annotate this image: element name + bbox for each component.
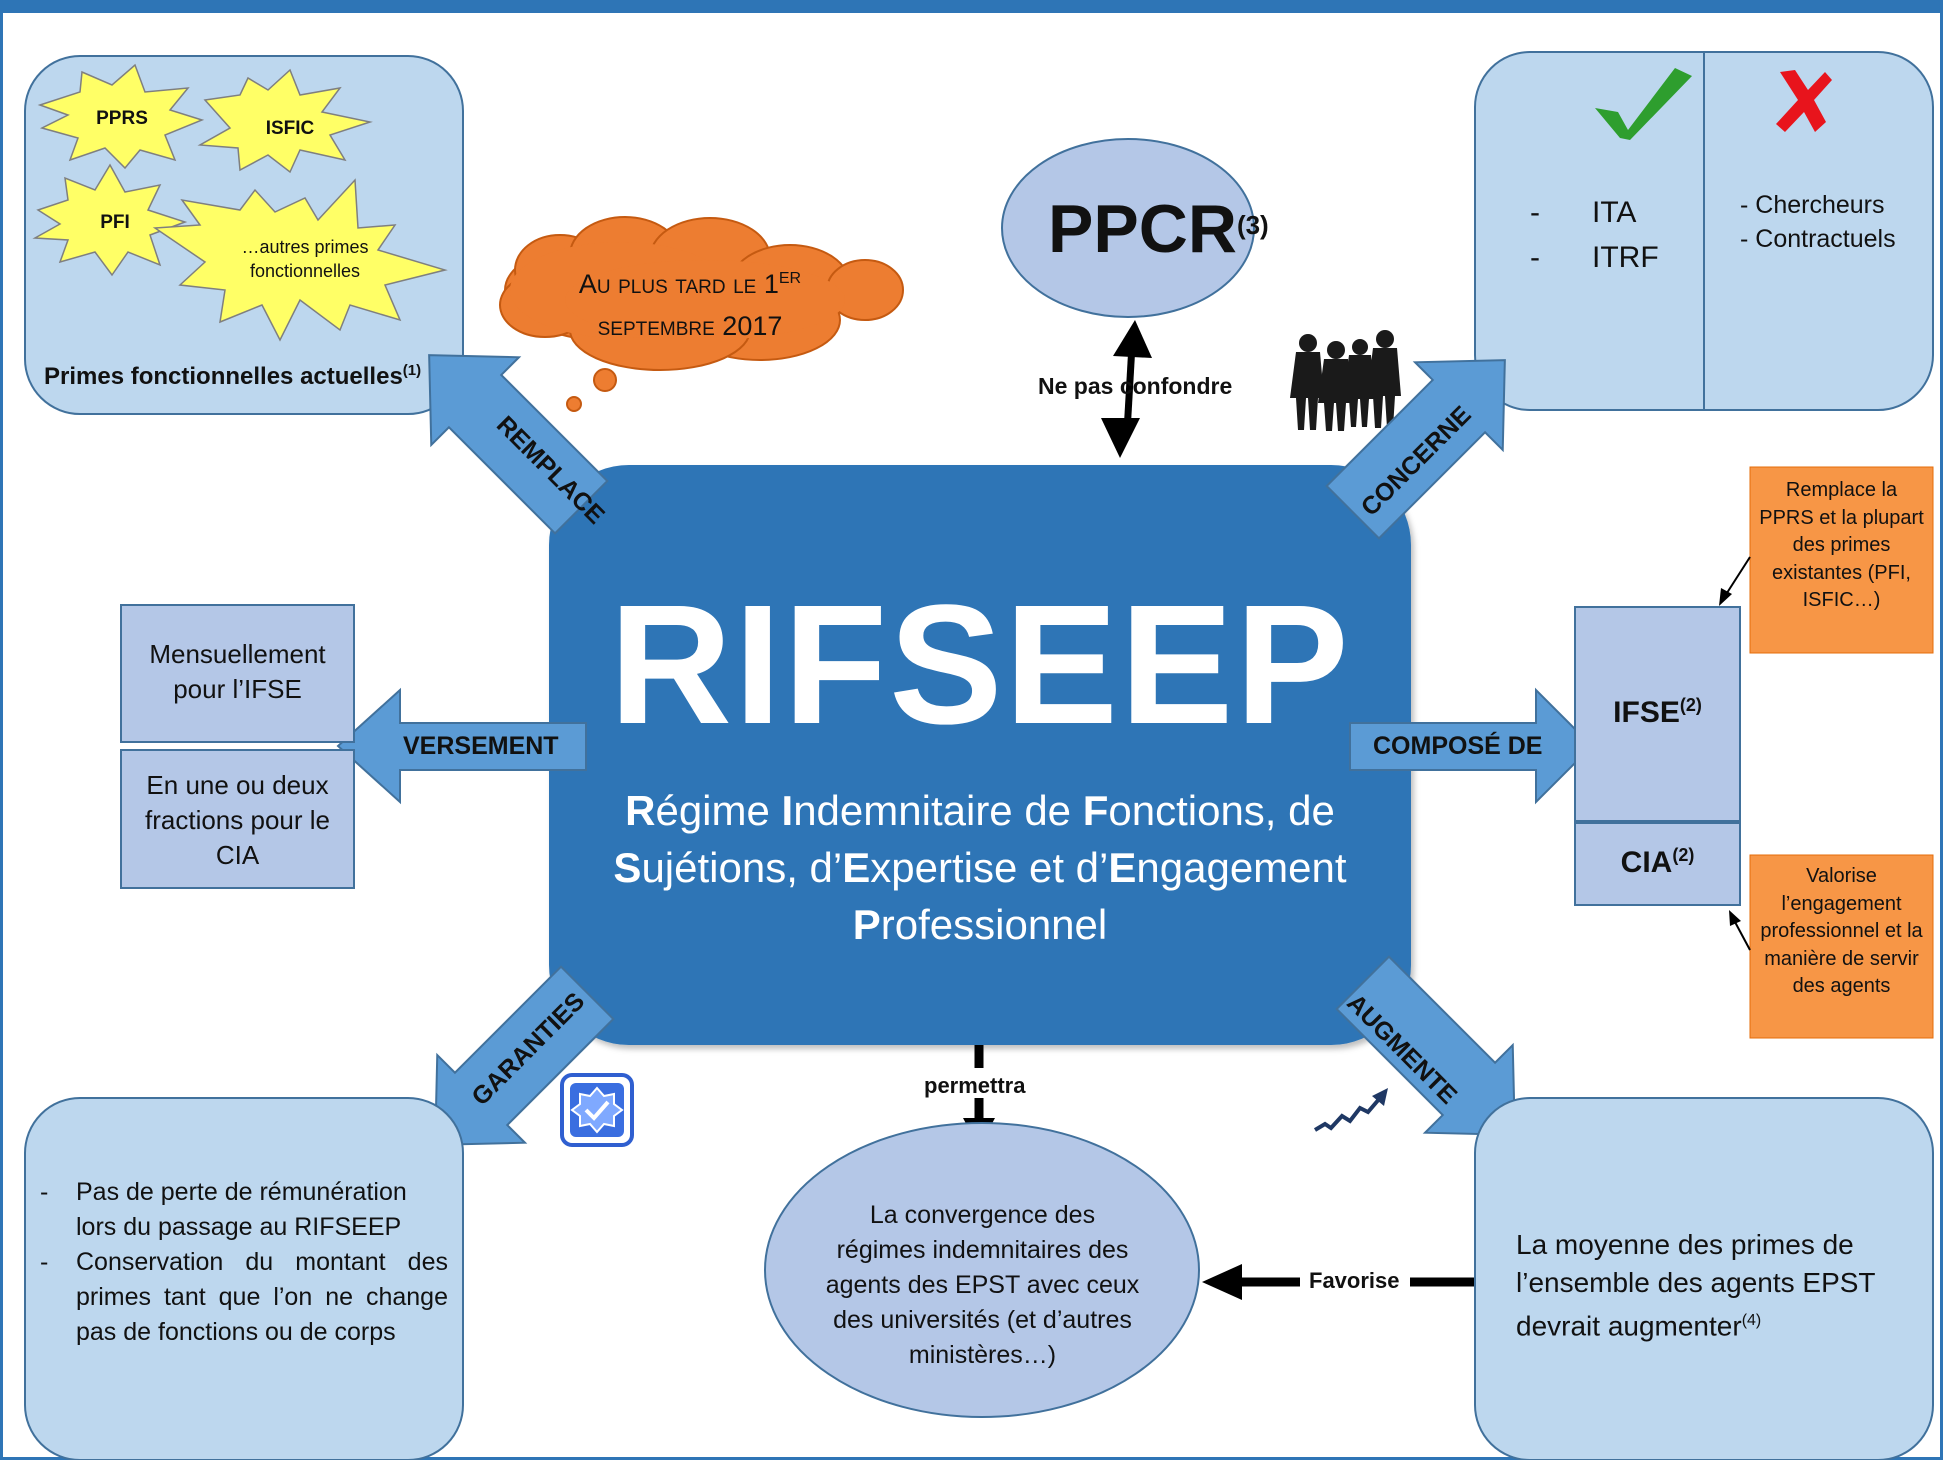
convergence-text: La convergence des régimes indemnitaires… — [825, 1201, 1140, 1369]
concerne-yes-list: ITA ITRF — [1530, 190, 1659, 280]
ppcr-label: PPCR(3) — [1048, 191, 1269, 267]
burst-label-autres: …autres primes fonctionnelles — [241, 237, 369, 281]
note-ifse-pointer — [1719, 556, 1751, 606]
garanties-arrow — [434, 965, 615, 1146]
note-cia-pointer — [1729, 910, 1751, 951]
moyenne-box — [1474, 1097, 1934, 1460]
burst-isfic — [197, 68, 373, 174]
versement-ifse-text: Mensuellement pour l’IFSE — [149, 639, 326, 704]
concerne-no-item: - Contractuels — [1740, 225, 1896, 253]
ifse-label: IFSE(2) — [1613, 695, 1702, 729]
concerne-no-item: - Chercheurs — [1740, 191, 1885, 219]
versement-box-cia — [120, 749, 355, 889]
note-cia-text: Valorise l’engagement professionnel et l… — [1760, 865, 1923, 997]
burst-pprs — [37, 63, 205, 170]
versement-box-ifse — [120, 604, 355, 743]
note-ifse-box — [1749, 466, 1934, 654]
ne-pas-confondre-double-arrow — [1101, 320, 1152, 458]
garanties-item: Conservation du montant des primes tant … — [40, 1245, 448, 1350]
remplace-arrow — [428, 354, 609, 535]
cloud-bubble-2 — [566, 396, 582, 412]
burst-label-pfi: PFI — [100, 212, 130, 233]
permettra-label: permettra — [924, 1073, 1026, 1098]
burst-autres — [152, 178, 448, 342]
top-border — [3, 3, 1943, 13]
augmente-arrow — [1335, 955, 1516, 1136]
trending-up-icon — [1313, 1088, 1388, 1132]
versement-arrow — [336, 687, 587, 805]
concerne-yes-item: ITRF — [1530, 235, 1659, 280]
burst-label-isfic: ISFIC — [265, 118, 315, 139]
cloud-bubble-1 — [593, 368, 617, 392]
check-icon — [1595, 68, 1692, 140]
favorise-arrow — [1202, 1264, 1475, 1300]
cross-icon — [1776, 70, 1832, 132]
rifseep-center-box — [549, 465, 1411, 1045]
note-cia-box — [1749, 854, 1934, 1039]
rifseep-title: RIFSEEP — [609, 570, 1351, 760]
compose-de-arrow — [1349, 687, 1594, 805]
deadline-cloud-text: Au plus tard le 1er septembre 2017 — [578, 263, 802, 341]
note-ifse-text: Remplace la PPRS et la plupart des prime… — [1759, 479, 1924, 611]
certified-badge-icon — [560, 1073, 634, 1147]
people-silhouette-icon — [1290, 330, 1401, 431]
moyenne-text: La moyenne des primes de l’ensemble des … — [1516, 1229, 1876, 1342]
garanties-list: Pas de perte de rémunération lors du pas… — [40, 1175, 448, 1350]
primes-caption: Primes fonctionnelles actuelles(1) — [44, 362, 422, 390]
concerne-yes-item: ITA — [1530, 190, 1659, 235]
ppcr-ellipse — [1001, 138, 1255, 318]
concerne-arrow — [1325, 359, 1506, 540]
cia-box — [1574, 822, 1741, 906]
ne-pas-confondre-label: Ne pas confondre — [1038, 373, 1233, 399]
concerne-no-list: - Chercheurs - Contractuels — [1740, 188, 1896, 256]
burst-pfi — [32, 163, 188, 277]
garanties-item: Pas de perte de rémunération lors du pas… — [40, 1175, 448, 1245]
burst-label-pprs: PPRS — [96, 108, 148, 129]
convergence-ellipse — [764, 1122, 1200, 1418]
cia-label: CIA(2) — [1620, 845, 1695, 879]
favorise-label: Favorise — [1309, 1268, 1400, 1293]
versement-label: VERSEMENT — [403, 732, 559, 760]
compose-de-label: COMPOSÉ DE — [1373, 732, 1543, 760]
ifse-box — [1574, 606, 1741, 822]
versement-cia-text: En une ou deux fractions pour le CIA — [145, 770, 330, 870]
rifseep-subtitle: Régime Indemnitaire de Fonctions, de Suj… — [613, 787, 1347, 948]
